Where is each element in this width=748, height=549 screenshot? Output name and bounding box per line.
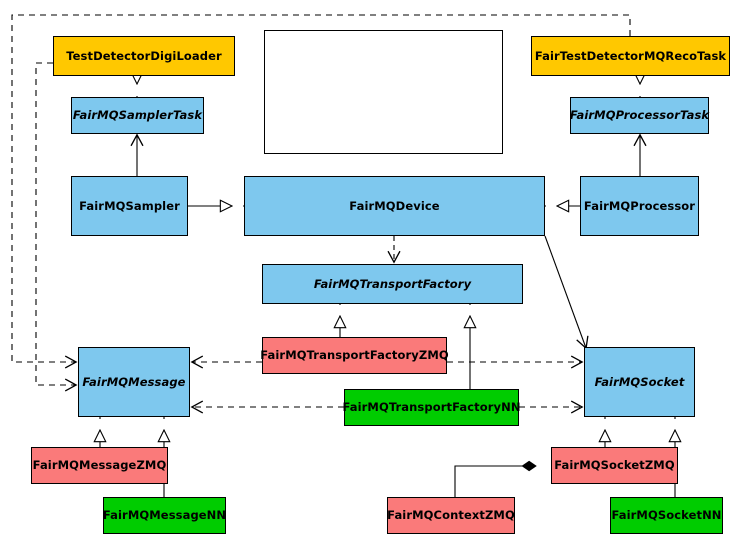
legend-panel [264, 30, 503, 154]
class-node-fairmqmessage[interactable]: FairMQMessage [78, 347, 190, 417]
class-node-fairmqdevice[interactable]: FairMQDevice [244, 176, 545, 236]
class-node-fairmqcontextzmq[interactable]: FairMQContextZMQ [387, 497, 515, 534]
class-node-fairmqmessagenn[interactable]: FairMQMessageNN [103, 497, 226, 534]
class-node-fairmqprocessortask[interactable]: FairMQProcessorTask [570, 97, 709, 134]
edge-testdetectordigiloader-to-fairmqmessage [35, 62, 76, 385]
class-node-fairmqsampler[interactable]: FairMQSampler [71, 176, 188, 236]
class-node-testdetectordigiloader[interactable]: TestDetectorDigiLoader [53, 36, 235, 76]
class-node-fairmqtransportfactorynn[interactable]: FairMQTransportFactoryNN [342, 389, 520, 426]
class-node-fairmqsocket[interactable]: FairMQSocket [584, 347, 695, 417]
class-node-fairmqsocketnn[interactable]: FairMQSocketNN [610, 497, 723, 534]
class-node-fairmqsamplertask[interactable]: FairMQSamplerTask [71, 97, 204, 134]
edge-fairmqdevice-to-fairmqsocket [544, 235, 586, 348]
class-node-fairmqmessagezmq[interactable]: FairMQMessageZMQ [31, 447, 168, 484]
class-node-fairmqprocessor[interactable]: FairMQProcessor [580, 176, 699, 236]
class-node-fairmqtransportfactoryzmq[interactable]: FairMQTransportFactoryZMQ [260, 337, 449, 374]
class-node-fairmqtransportfactory[interactable]: FairMQTransportFactory [262, 264, 523, 304]
class-node-fairtestdetectormqrecotask[interactable]: FairTestDetectorMQRecoTask [531, 36, 730, 76]
edge-fairmqcontextzmq-to-fairmqsocketzmq [454, 466, 536, 497]
class-node-fairmqsocketzmq[interactable]: FairMQSocketZMQ [551, 447, 678, 484]
